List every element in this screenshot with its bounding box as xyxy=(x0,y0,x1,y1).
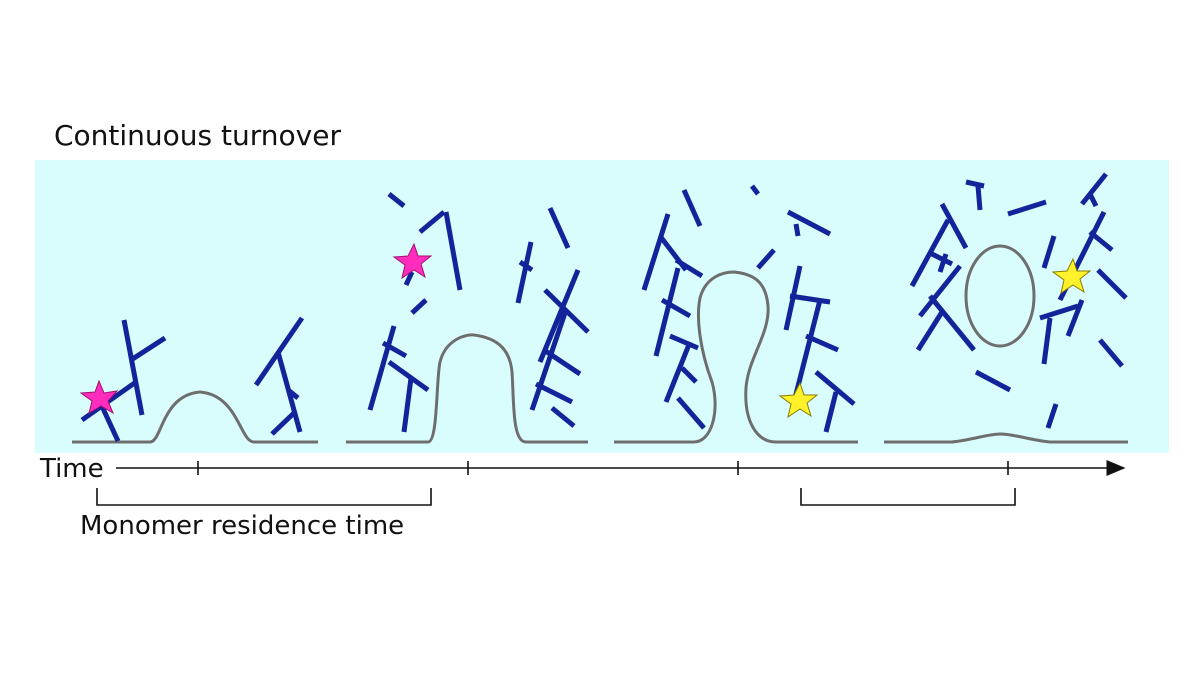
star-yellow-stage-4 xyxy=(1051,257,1092,295)
membrane-stage-4 xyxy=(884,432,1128,444)
membrane-stage-1 xyxy=(72,390,318,444)
endocytic-vesicle xyxy=(964,244,1036,348)
stage-2 xyxy=(346,192,590,444)
stage-3 xyxy=(614,184,858,444)
time-axis-label: Time xyxy=(40,454,104,484)
residence-time-label: Monomer residence time xyxy=(80,511,405,541)
actin-network-stage-2 xyxy=(367,192,590,433)
star-magenta-stage-2 xyxy=(392,242,433,280)
membrane-stage-3 xyxy=(614,270,858,444)
residence-bracket-yellow xyxy=(800,488,1016,506)
star-magenta-stage-1 xyxy=(79,379,119,415)
stage-1 xyxy=(72,316,318,444)
star-yellow-stage-3 xyxy=(778,381,819,419)
actin-network-stage-3 xyxy=(641,184,856,433)
membrane-stage-2 xyxy=(346,333,588,444)
time-axis xyxy=(116,460,1126,476)
stage-4 xyxy=(884,172,1128,444)
actin-network-stage-4 xyxy=(909,172,1128,429)
residence-bracket-magenta xyxy=(96,488,432,506)
actin-network-stage-1 xyxy=(80,316,305,443)
diagram-title: Continuous turnover xyxy=(54,119,341,152)
